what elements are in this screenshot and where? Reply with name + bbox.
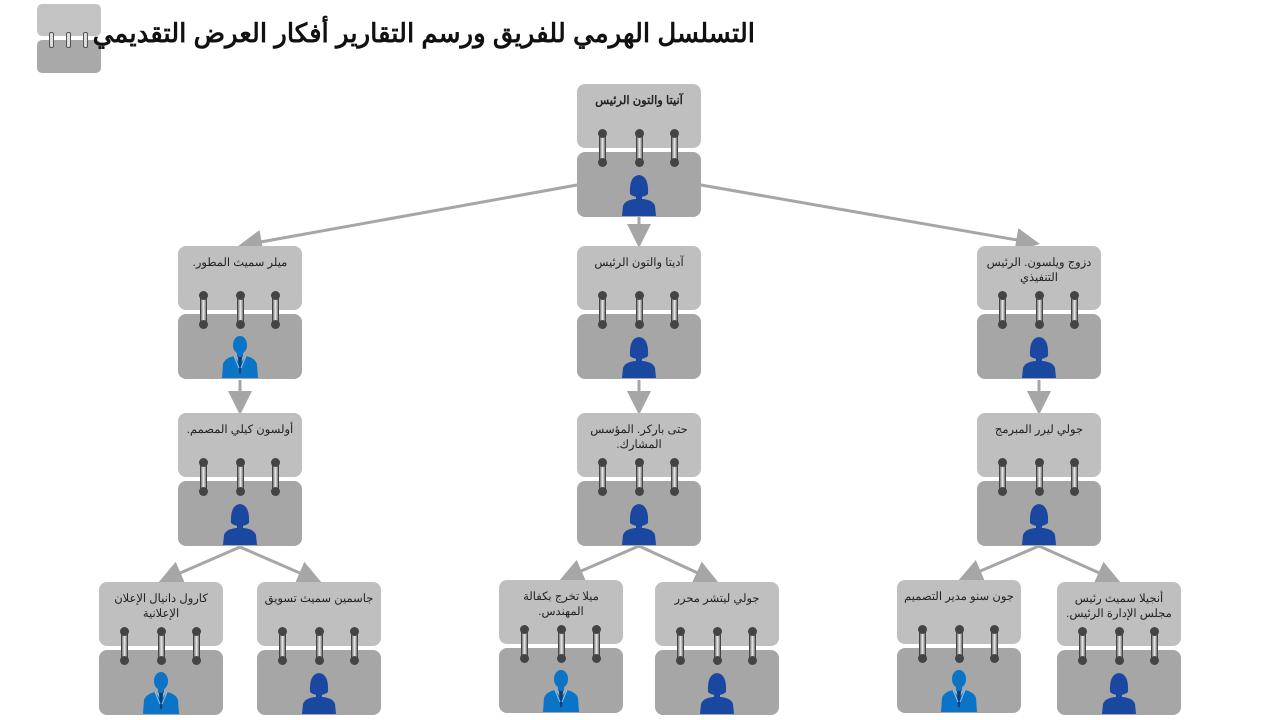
binder-ring-icon [990, 625, 999, 663]
binder-ring-icon [1070, 291, 1079, 329]
presentation-logo-icon [37, 4, 101, 73]
binder-ring-icon [918, 625, 927, 663]
binder-ring-icon [192, 627, 201, 665]
connector [958, 544, 1040, 582]
binder-ring-icon [635, 129, 644, 167]
female-person-icon [697, 670, 737, 714]
node-label: جاسمين سميث تسويق [264, 593, 374, 605]
binder-ring-icon [670, 291, 679, 329]
binder-ring-icon [199, 291, 208, 329]
node-label: ميلا تخرج بكفالة المهندس. [523, 591, 599, 618]
connector [559, 544, 640, 582]
org-node-l1b[interactable]: آديتا والتون الرئيس [577, 246, 701, 379]
node-label: جولي ليرر المبرمج [994, 424, 1084, 436]
binder-ring-icon [1078, 627, 1087, 665]
node-label: حتى باركر. المؤسس المشارك. [590, 424, 688, 451]
female-person-icon [220, 501, 260, 545]
node-label: كارول دانيال الإعلان الإعلانية [114, 593, 208, 620]
org-node-l2b[interactable]: حتى باركر. المؤسس المشارك. [577, 413, 701, 546]
binder-ring-icon [670, 458, 679, 496]
org-node-l2c[interactable]: جولي ليرر المبرمج [977, 413, 1101, 546]
female-person-icon [619, 172, 659, 216]
binder-ring-icon [236, 458, 245, 496]
male-person-icon [939, 668, 979, 712]
node-label: آنيتا والتون الرئيس [595, 95, 683, 107]
org-node-l3d[interactable]: جولي ليتشر محرر [655, 582, 779, 715]
node-label: دزوج ويلسون. الرئيس التنفيذي [986, 257, 1092, 284]
binder-ring-icon [676, 627, 685, 665]
binder-ring-icon [278, 627, 287, 665]
page-title: التسلسل الهرمي للفريق ورسم التقارير أفكا… [92, 18, 755, 48]
org-node-l2a[interactable]: أولسون كيلي المصمم. [178, 413, 302, 546]
binder-ring-icon [748, 627, 757, 665]
binder-ring-icon [592, 625, 601, 663]
binder-ring-icon [157, 627, 166, 665]
binder-ring-icon [670, 129, 679, 167]
binder-ring-icon [1035, 458, 1044, 496]
connector [239, 545, 322, 584]
node-label: جولي ليتشر محرر [674, 593, 760, 605]
binder-ring-icon [315, 627, 324, 665]
connector [158, 545, 241, 584]
org-node-l3f[interactable]: أنجيلا سميث رئيس مجلس الإدارة الرئيس. [1057, 582, 1181, 715]
org-node-l3a[interactable]: كارول دانيال الإعلان الإعلانية [99, 582, 223, 715]
binder-ring-icon [598, 458, 607, 496]
binder-ring-icon [998, 291, 1007, 329]
connector [700, 183, 1040, 252]
female-person-icon [619, 334, 659, 378]
org-node-root[interactable]: آنيتا والتون الرئيس [577, 84, 701, 217]
binder-ring-icon [271, 458, 280, 496]
binder-ring-icon [199, 458, 208, 496]
binder-ring-icon [598, 291, 607, 329]
binder-ring-icon [1150, 627, 1159, 665]
binder-ring-icon [236, 291, 245, 329]
connector [238, 183, 578, 254]
male-person-icon [220, 334, 260, 378]
org-node-l3e[interactable]: جون سنو مدير التصميم [897, 580, 1021, 713]
org-node-l1c[interactable]: دزوج ويلسون. الرئيس التنفيذي [977, 246, 1101, 379]
binder-ring-icon [350, 627, 359, 665]
node-label: جون سنو مدير التصميم [904, 591, 1014, 603]
male-person-icon [141, 670, 181, 714]
binder-ring-icon [120, 627, 129, 665]
binder-ring-icon [1070, 458, 1079, 496]
binder-ring-icon [598, 129, 607, 167]
org-node-l1a[interactable]: ميلر سميث المطور. [178, 246, 302, 379]
org-node-l3b[interactable]: جاسمين سميث تسويق [257, 582, 381, 715]
connector [638, 544, 719, 584]
binder-ring-icon [1115, 627, 1124, 665]
female-person-icon [1099, 670, 1139, 714]
binder-ring-icon [998, 458, 1007, 496]
female-person-icon [619, 501, 659, 545]
binder-ring-icon [557, 625, 566, 663]
binder-ring-icon [1035, 291, 1044, 329]
female-person-icon [1019, 334, 1059, 378]
binder-ring-icon [271, 291, 280, 329]
node-label: أولسون كيلي المصمم. [186, 424, 294, 436]
binder-ring-icon [635, 291, 644, 329]
binder-ring-icon [955, 625, 964, 663]
org-node-l3c[interactable]: ميلا تخرج بكفالة المهندس. [499, 580, 623, 713]
binder-ring-icon [520, 625, 529, 663]
male-person-icon [541, 668, 581, 712]
connector [1038, 544, 1121, 584]
female-person-icon [1019, 501, 1059, 545]
node-label: أنجيلا سميث رئيس مجلس الإدارة الرئيس. [1066, 593, 1172, 620]
node-label: آديتا والتون الرئيس [594, 257, 684, 269]
binder-ring-icon [635, 458, 644, 496]
female-person-icon [299, 670, 339, 714]
node-label: ميلر سميث المطور. [192, 257, 288, 269]
binder-ring-icon [713, 627, 722, 665]
